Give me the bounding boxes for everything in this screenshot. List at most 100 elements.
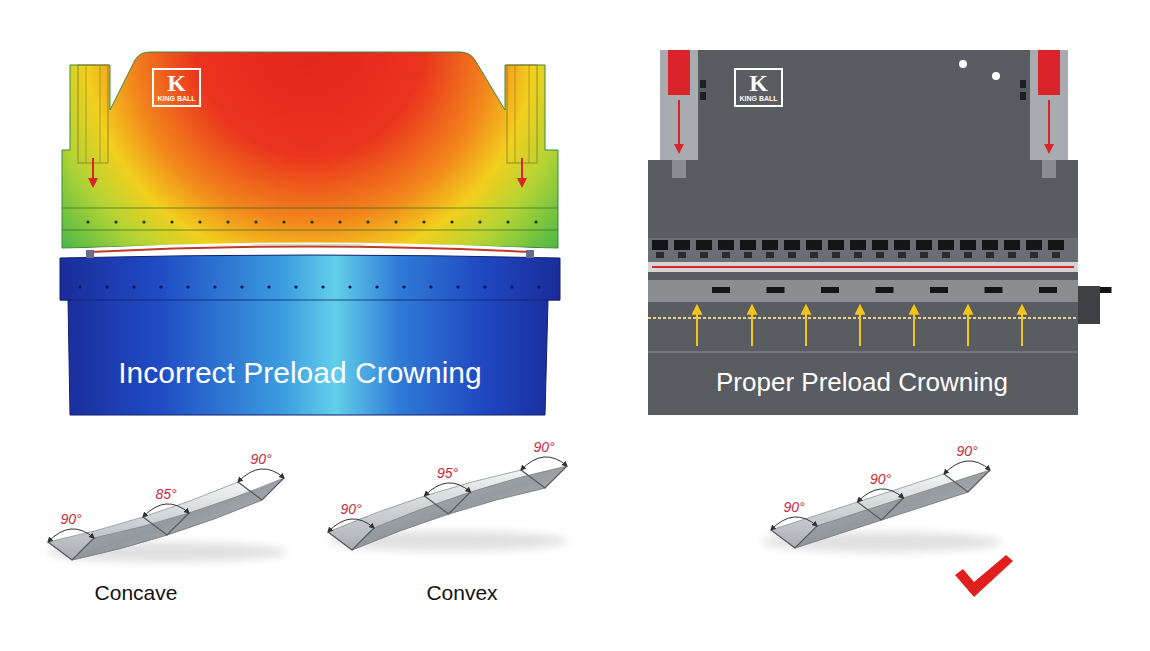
angle-label: 90° — [340, 501, 361, 517]
clamp-tip — [986, 252, 994, 258]
bolt-dot — [338, 220, 341, 223]
crowning-arrow — [1021, 306, 1023, 346]
tool-clamp — [828, 240, 844, 250]
bolt-dot — [310, 220, 313, 223]
crowning-slot — [1039, 287, 1057, 293]
cylinder-piston — [1038, 50, 1060, 95]
bolt-dot — [186, 285, 189, 288]
cross-section — [771, 526, 817, 548]
clamp-tip — [964, 252, 972, 258]
connector-block — [1020, 80, 1026, 88]
bolt-dot — [422, 220, 425, 223]
force-arrow — [92, 158, 94, 186]
crowning-arrow — [859, 306, 861, 346]
angle-arc — [944, 461, 990, 474]
clamp-tip — [766, 252, 774, 258]
tool-clamp — [762, 240, 778, 250]
angle-arc — [48, 529, 94, 542]
tool-clamp — [652, 240, 668, 250]
cross-section — [143, 513, 189, 535]
bolt-dot — [226, 220, 229, 223]
channel-flange — [352, 466, 567, 550]
crowning-arrow — [805, 306, 807, 346]
clamp-tip — [1030, 252, 1038, 258]
angle-arc — [858, 489, 904, 502]
angle-label: 90° — [956, 443, 977, 459]
crowning-line — [648, 317, 1078, 319]
cylinder-line — [100, 65, 101, 163]
bolt-dot — [510, 285, 513, 288]
cylinder-line — [86, 65, 87, 163]
tool-clamp — [696, 240, 712, 250]
upper-beam — [62, 52, 558, 248]
crowning-arrow — [696, 306, 698, 346]
table-edge — [60, 300, 560, 301]
lower-table — [648, 272, 1078, 415]
tool-clamp — [982, 240, 998, 250]
clamp-tip — [898, 252, 906, 258]
angle-arc — [521, 457, 567, 470]
bolt-dot — [483, 285, 486, 288]
channel-flange — [48, 482, 262, 560]
bolt-dot — [294, 285, 297, 288]
bolt-dot — [198, 220, 201, 223]
connector-block — [700, 80, 706, 88]
tool-clamp — [872, 240, 888, 250]
cylinder-line — [515, 65, 516, 163]
bolt-dot — [254, 220, 257, 223]
crowning-slot — [876, 287, 894, 293]
cylinder-piston — [668, 50, 690, 95]
bolt-dot — [282, 220, 285, 223]
part-caption: Concave — [95, 581, 178, 605]
angle-arc — [425, 483, 471, 496]
workpiece-strip — [648, 262, 1078, 272]
brand-logo: KKING BALL — [734, 68, 783, 107]
clamp-tip — [700, 252, 708, 258]
tool-clamp — [960, 240, 976, 250]
crowning-arrow — [913, 306, 915, 346]
cross-section — [858, 498, 904, 520]
bolt-dot — [105, 285, 108, 288]
bent-channel — [47, 469, 287, 562]
bolt-dot — [450, 220, 453, 223]
side-gauge — [1078, 286, 1100, 324]
crowning-arrow — [751, 306, 753, 346]
sheet-workpiece — [652, 266, 1074, 268]
clamp-tip — [854, 252, 862, 258]
die-block — [526, 250, 534, 258]
bolt-dot — [132, 285, 135, 288]
thermal-press-brake — [60, 52, 560, 415]
clamp-tip — [788, 252, 796, 258]
angle-arc — [143, 504, 189, 517]
angle-arc — [771, 517, 817, 530]
bolt-dot — [429, 285, 432, 288]
tool-clamp — [674, 240, 690, 250]
bolt-dot — [170, 220, 173, 223]
clamp-tip — [920, 252, 928, 258]
machine-caption: Proper Preload Crowning — [716, 368, 1008, 398]
hydraulic-cylinder — [660, 50, 698, 160]
brand-logo: KKING BALL — [152, 68, 201, 107]
crowning-slot — [930, 287, 948, 293]
tool-clamp — [1048, 240, 1064, 250]
table-edge — [648, 351, 1078, 353]
tool-clamp — [784, 240, 800, 250]
beam-edge — [62, 230, 558, 231]
logo-name: KING BALL — [157, 95, 196, 103]
angle-label: 90° — [870, 471, 891, 487]
crowning-slot — [985, 287, 1003, 293]
tool-clamp — [806, 240, 822, 250]
die-block — [86, 250, 94, 258]
bent-channel — [762, 461, 1002, 552]
bolt-dot — [534, 220, 537, 223]
angle-arc — [238, 469, 284, 482]
press-brake — [648, 50, 1112, 415]
tool-clamp — [1026, 240, 1042, 250]
bolt-dot — [478, 220, 481, 223]
bolt-dot — [402, 285, 405, 288]
bolt-dot — [537, 285, 540, 288]
clamp-tip — [942, 252, 950, 258]
channel-flange — [72, 478, 284, 560]
cross-section — [328, 528, 374, 550]
mount-hole — [959, 60, 967, 68]
